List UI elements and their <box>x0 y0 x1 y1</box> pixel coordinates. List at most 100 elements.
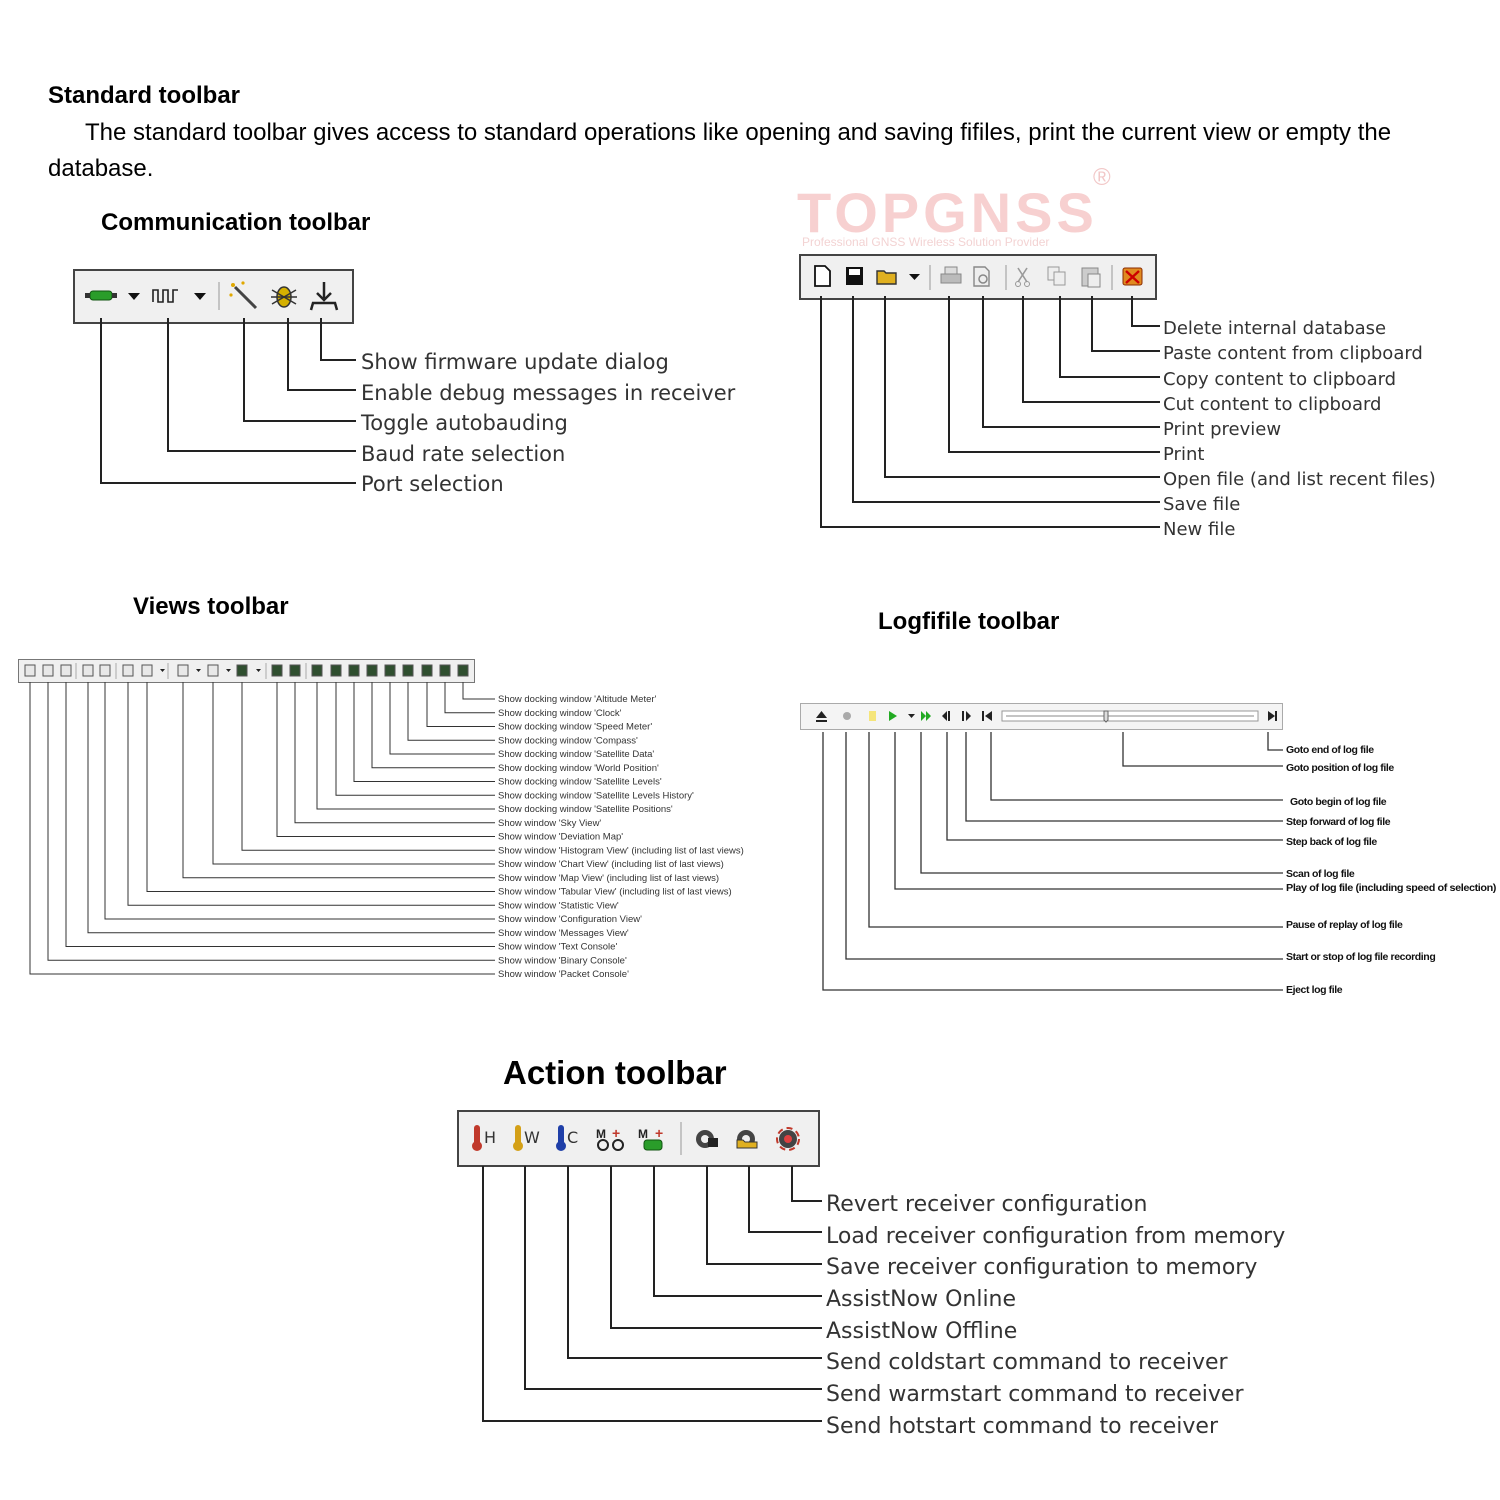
views-button-icon[interactable] <box>42 664 54 677</box>
views-leader-line <box>127 682 495 906</box>
log-label-goto-position: Goto position of log file <box>1286 762 1394 774</box>
views-button-icon[interactable] <box>457 664 469 677</box>
views-button-icon[interactable] <box>122 664 134 677</box>
std-label-paste: Paste content from clipboard <box>1163 343 1423 364</box>
scan-icon[interactable] <box>921 711 931 721</box>
section-title: Standard toolbar <box>48 82 241 109</box>
log-label-step-forward: Step forward of log file <box>1286 816 1391 828</box>
views-leader-line <box>389 682 495 755</box>
log-label-pause: Pause of replay of log file <box>1286 919 1403 931</box>
views-label: Show window 'Sky View' <box>498 818 601 829</box>
coldstart-icon[interactable]: C <box>556 1125 578 1151</box>
paste-icon[interactable] <box>1081 267 1101 288</box>
open-folder-icon[interactable] <box>876 270 897 285</box>
goto-end-icon[interactable] <box>1268 711 1275 721</box>
views-leader-line <box>426 682 495 727</box>
step-forward-icon[interactable] <box>966 711 971 721</box>
load-config-icon[interactable] <box>736 1130 758 1149</box>
print-preview-icon[interactable] <box>973 266 990 287</box>
communication-toolbar <box>73 269 354 324</box>
hotstart-icon[interactable]: H <box>472 1125 496 1151</box>
views-button-icon[interactable] <box>141 664 153 677</box>
print-icon[interactable] <box>940 266 962 284</box>
port-dropdown-icon[interactable] <box>128 293 140 300</box>
views-button-icon[interactable] <box>99 664 111 677</box>
views-button-icon[interactable] <box>207 664 219 677</box>
views-button-icon[interactable] <box>289 664 301 677</box>
comm-label-baud: Baud rate selection <box>361 442 565 466</box>
views-button-icon[interactable] <box>60 664 72 677</box>
views-dropdown-icon[interactable] <box>160 669 165 672</box>
warmstart-icon[interactable]: W <box>513 1125 540 1151</box>
port-icon[interactable] <box>85 290 117 301</box>
std-label-new: New file <box>1163 519 1235 540</box>
baud-icon[interactable] <box>152 289 178 303</box>
std-label-cut: Cut content to clipboard <box>1163 394 1382 415</box>
views-leader-line <box>444 682 495 714</box>
views-label: Show docking window 'Speed Meter' <box>498 722 652 733</box>
views-dropdown-icon[interactable] <box>196 669 201 672</box>
views-button-icon[interactable] <box>421 664 433 677</box>
assistnow-offline-icon[interactable]: M + <box>596 1125 624 1151</box>
play-speed-dropdown-icon[interactable] <box>908 714 915 718</box>
goto-begin-icon[interactable] <box>982 711 984 721</box>
views-button-icon[interactable] <box>271 664 283 677</box>
views-leader-line <box>47 682 495 961</box>
play-icon[interactable] <box>889 711 897 721</box>
assistnow-online-icon[interactable]: M + <box>638 1125 663 1151</box>
record-icon[interactable] <box>843 712 851 720</box>
views-button-icon[interactable] <box>177 664 189 677</box>
views-label: Show docking window 'Satellite Data' <box>498 749 654 760</box>
logfile-title: Logfifile toolbar <box>878 608 1060 635</box>
views-label: Show window 'Tabular View' (including li… <box>498 887 732 898</box>
log-label-scan: Scan of log file <box>1286 868 1355 880</box>
views-button-icon[interactable] <box>24 664 36 677</box>
views-button-icon[interactable] <box>439 664 451 677</box>
views-label: Show docking window 'Altitude Meter' <box>498 694 657 705</box>
views-label: Show docking window 'Compass' <box>498 735 638 746</box>
delete-database-icon[interactable] <box>1122 267 1143 286</box>
views-button-icon[interactable] <box>82 664 94 677</box>
views-button-icon[interactable] <box>402 664 414 677</box>
views-label: Show window 'Configuration View' <box>498 914 642 925</box>
views-button-icon[interactable] <box>348 664 360 677</box>
views-label: Show window 'Chart View' (including list… <box>498 859 724 870</box>
copy-icon[interactable] <box>1047 266 1066 286</box>
views-button-icon[interactable] <box>384 664 396 677</box>
log-label-goto-end: Goto end of log file <box>1286 744 1374 756</box>
step-back-icon[interactable] <box>942 711 947 721</box>
section-description: The standard toolbar gives access to sta… <box>48 119 1392 182</box>
views-label: Show docking window 'Satellite Positions… <box>498 804 673 815</box>
views-dropdown-icon[interactable] <box>256 669 261 672</box>
views-button-icon[interactable] <box>311 664 323 677</box>
bug-icon[interactable] <box>271 286 297 308</box>
views-button-icon[interactable] <box>330 664 342 677</box>
views-button-icon[interactable] <box>236 664 248 677</box>
save-config-icon[interactable] <box>696 1130 718 1148</box>
revert-config-icon[interactable] <box>776 1127 800 1151</box>
magic-wand-icon[interactable] <box>229 281 258 310</box>
log-position-slider[interactable] <box>1001 710 1259 723</box>
firmware-download-icon[interactable] <box>309 282 339 311</box>
views-leader-line <box>87 682 495 934</box>
views-leader-line <box>29 682 495 975</box>
pause-icon[interactable] <box>869 711 876 721</box>
views-button-icon[interactable] <box>366 664 378 677</box>
open-dropdown-icon[interactable] <box>909 274 920 280</box>
action-label-save: Save receiver configuration to memory <box>826 1255 1257 1280</box>
log-label-eject: Eject log file <box>1286 984 1343 996</box>
views-leader-line <box>407 682 495 741</box>
baud-dropdown-icon[interactable] <box>194 293 206 300</box>
views-label: Show window 'Map View' (including list o… <box>498 873 719 884</box>
cut-icon[interactable] <box>1015 267 1030 287</box>
std-label-delete: Delete internal database <box>1163 318 1386 339</box>
save-icon[interactable] <box>846 267 863 285</box>
eject-icon[interactable] <box>816 711 827 722</box>
new-file-icon[interactable] <box>814 265 831 287</box>
log-label-record: Start or stop of log file recording <box>1286 951 1435 963</box>
comm-label-debug: Enable debug messages in receiver <box>361 381 736 405</box>
views-dropdown-icon[interactable] <box>226 669 231 672</box>
